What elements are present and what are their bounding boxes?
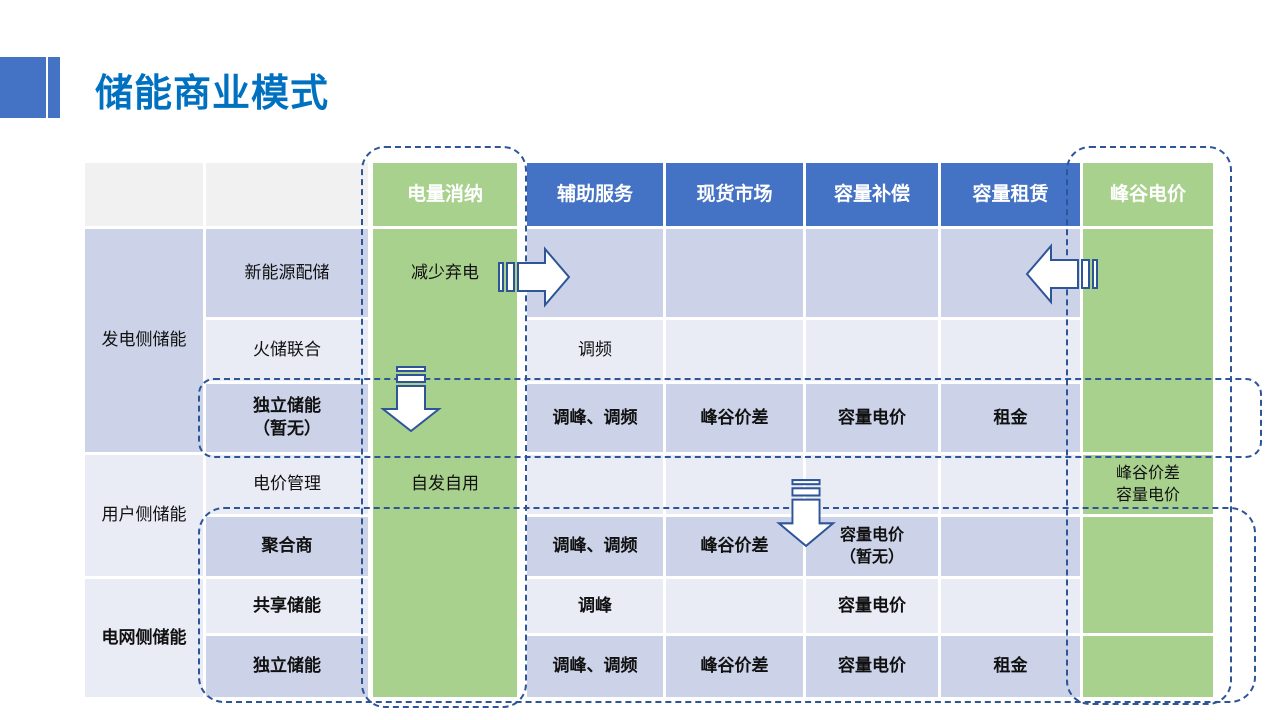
- cell-r4-peak-valley: 峰谷价差 容量电价: [1083, 455, 1213, 514]
- col-header-capacity-leasing: 容量租赁: [941, 163, 1080, 226]
- green-column-peak-valley-r7: [1083, 636, 1213, 697]
- cell-r3-leasing: 租金: [941, 384, 1080, 452]
- green-column-peak-valley-r1-r3: [1083, 229, 1213, 452]
- cell-r6-leasing: [941, 579, 1080, 633]
- cell-r5-spot: 峰谷价差: [666, 517, 803, 576]
- dashed-outline-bottom-rows: [198, 507, 1256, 703]
- col-header-peak-valley-price: 峰谷电价: [1083, 163, 1213, 226]
- row-label-price-management: 电价管理: [206, 455, 368, 514]
- header-corner-blank-2: [206, 163, 368, 226]
- striped-down-arrow-1: [380, 365, 442, 433]
- cell-r4-compensation: [806, 455, 938, 514]
- cell-r1-compensation: [806, 229, 938, 317]
- cell-r5-compensation: 容量电价 （暂无）: [806, 517, 938, 576]
- title-accent-bar: [48, 57, 60, 118]
- cell-r7-ancillary: 调峰、调频: [527, 636, 663, 697]
- cell-r7-compensation: 容量电价: [806, 636, 938, 697]
- col-header-energy-absorption: 电量消纳: [373, 163, 517, 226]
- dashed-outline-peak-valley-column: [1066, 146, 1232, 705]
- cell-r2-ancillary: 调频: [527, 320, 663, 381]
- cell-r7-spot: 峰谷价差: [666, 636, 803, 697]
- cell-r6-spot: [666, 579, 803, 633]
- group-label-user-side: 用户侧储能: [85, 455, 203, 576]
- cell-r3-compensation: 容量电价: [806, 384, 938, 452]
- striped-left-arrow-glyph: [1025, 243, 1098, 305]
- row-label-independent-storage-none: 独立储能 （暂无）: [206, 384, 368, 452]
- cell-r4-leasing: [941, 455, 1080, 514]
- group-label-generation-side: 发电侧储能: [85, 229, 203, 452]
- striped-right-arrow: [497, 246, 571, 308]
- row-label-aggregator: 聚合商: [206, 517, 368, 576]
- cell-r2-leasing: [941, 320, 1080, 381]
- col-header-capacity-compensation: 容量补偿: [806, 163, 938, 226]
- cell-r1-energy-absorption: 减少弃电: [411, 262, 479, 282]
- col-header-spot-market: 现货市场: [666, 163, 803, 226]
- cell-r4-ancillary: [527, 455, 663, 514]
- page-title: 储能商业模式: [95, 73, 330, 115]
- cell-r4-energy-absorption: 自发自用: [411, 474, 479, 494]
- cell-r2-compensation: [806, 320, 938, 381]
- col-header-ancillary-services: 辅助服务: [527, 163, 663, 226]
- title-accent-square: [0, 57, 46, 118]
- striped-down-arrow-1-glyph: [380, 366, 442, 433]
- row-label-shared-storage: 共享储能: [206, 579, 368, 633]
- cell-r3-ancillary: 调峰、调频: [527, 384, 663, 452]
- cell-r3-spot: 峰谷价差: [666, 384, 803, 452]
- cell-r2-spot: [666, 320, 803, 381]
- row-label-thermal-storage-joint: 火储联合: [206, 320, 368, 381]
- striped-right-arrow-glyph: [498, 246, 571, 308]
- group-label-grid-side: 电网侧储能: [85, 579, 203, 697]
- cell-r6-ancillary: 调峰: [527, 579, 663, 633]
- cell-r5-leasing: [941, 517, 1080, 576]
- cell-r7-leasing: 租金: [941, 636, 1080, 697]
- striped-down-arrow-2: [776, 478, 836, 548]
- cell-r4-spot: [666, 455, 803, 514]
- cell-r5-ancillary: 调峰、调频: [527, 517, 663, 576]
- striped-down-arrow-2-glyph: [776, 479, 836, 548]
- cell-r6-compensation: 容量电价: [806, 579, 938, 633]
- header-corner-blank-1: [85, 163, 203, 226]
- striped-left-arrow: [1025, 243, 1099, 305]
- dashed-outline-energy-absorption-column: [361, 146, 527, 708]
- row-label-renewable-storage: 新能源配储: [206, 229, 368, 317]
- row-label-independent-storage: 独立储能: [206, 636, 368, 697]
- green-column-peak-valley-r5-r6: [1083, 517, 1213, 633]
- cell-r1-spot: [666, 229, 803, 317]
- dashed-outline-independent-storage-row: [198, 378, 1262, 458]
- green-column-energy-absorption: [373, 229, 517, 697]
